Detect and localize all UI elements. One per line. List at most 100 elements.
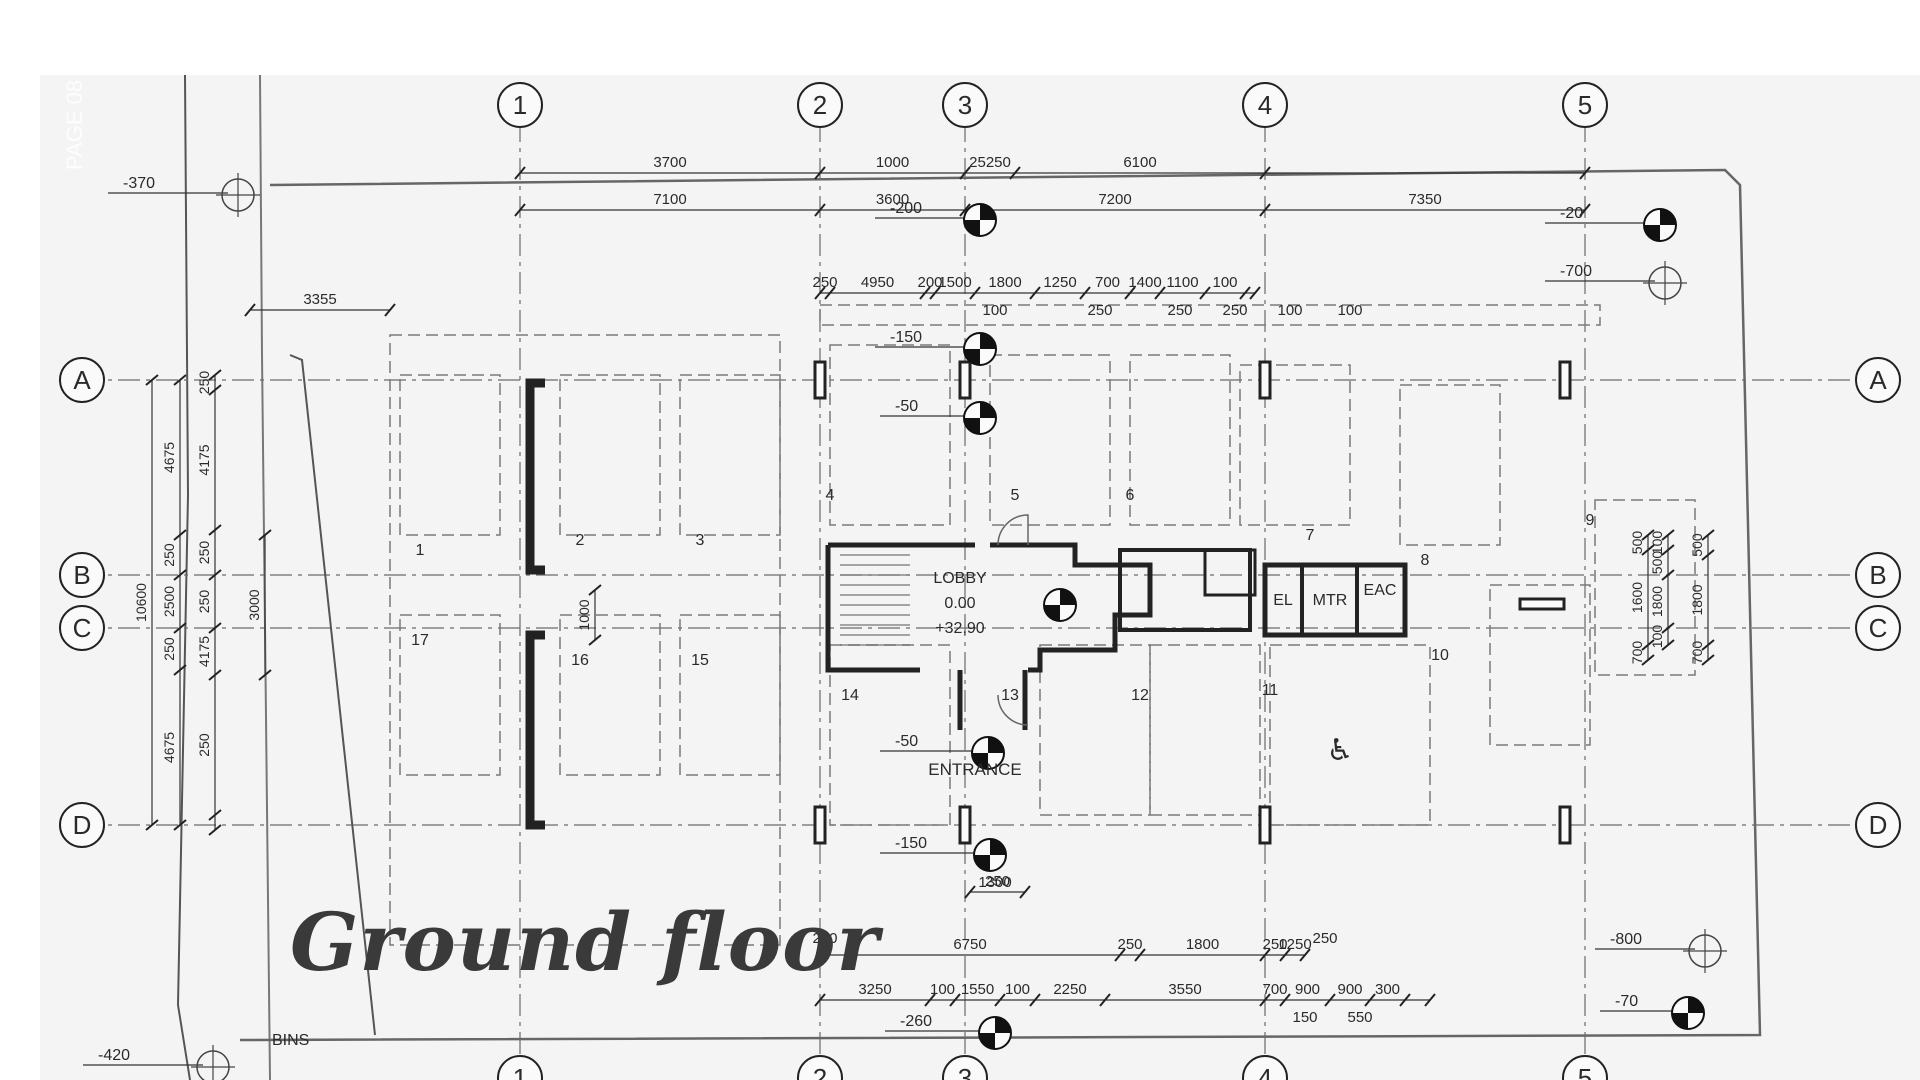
left-dim-mid-tick: [173, 529, 187, 541]
door-arc: [997, 514, 1029, 546]
bottom-dim-row2-label: 250: [1312, 930, 1337, 947]
left-dim-mid-label: 4675: [161, 442, 177, 473]
top-dim-row1-label: 3700: [653, 154, 686, 171]
left-dim-mid-label: 2500: [161, 586, 177, 617]
left-dim-inner-tick: [208, 669, 222, 681]
entrance-label: ENTRANCE: [928, 760, 1022, 779]
dashed-outline: [559, 374, 661, 536]
dashed-outline: [399, 614, 501, 776]
dashed-outline: [1149, 644, 1261, 816]
grid-bubble-col: [1562, 82, 1608, 128]
grid-bubble-label: B: [73, 560, 90, 590]
grid-bubble-row: [1855, 605, 1901, 651]
bottom-dim-row3-label: 900: [1295, 981, 1320, 998]
right-dim-c-tick: [1701, 549, 1715, 561]
left-dim-mid-tick: [173, 664, 187, 676]
bottom-dim-row3-tick: [1424, 993, 1436, 1007]
right-dim-a-label: 500: [1629, 531, 1645, 555]
left-dim-inner-label: 250: [196, 371, 212, 395]
bottom-dim-row2-tick: [1279, 948, 1291, 962]
bottom-dim-row2-tick: [1259, 948, 1271, 962]
eac-label: EAC: [1364, 582, 1397, 599]
top-dim-row1-tick: [514, 166, 526, 180]
top-dim-row2-label: 7350: [1408, 191, 1441, 208]
column: [958, 805, 972, 845]
room-number: 9: [1586, 512, 1595, 529]
left-dim-inner-tick: [208, 622, 222, 634]
grid-bubble-label: 4: [1258, 90, 1272, 120]
dashed-outline: [389, 334, 781, 946]
dim-3355-tick: [384, 303, 396, 317]
inner-dim-top-label: 1100: [1166, 274, 1198, 291]
dashed-outline: [679, 614, 781, 776]
left-dim-3000-tick: [258, 529, 272, 541]
bottom-dim-row3-tick: [994, 993, 1006, 1007]
lobby-label: LOBBY: [933, 570, 987, 587]
room-number: 7: [1306, 527, 1315, 544]
inner-dim-top-label: 4950: [861, 274, 894, 291]
dashed-outline: [1489, 584, 1591, 746]
grid-bubble-label: 4: [1258, 1063, 1272, 1080]
level-symbol-fill: [974, 855, 990, 871]
inner-dim-top-label: 1500: [938, 274, 971, 291]
paper-background: [40, 75, 1920, 1080]
right-dim-b-label: 100: [1649, 625, 1665, 649]
door-arc: [997, 694, 1029, 726]
bottom-dim-row2-tick: [1299, 948, 1311, 962]
grid-bubble-col: [797, 1055, 843, 1080]
room-number: 10: [1431, 647, 1449, 664]
bottom-dim-row3-tick: [1399, 993, 1411, 1007]
room-number: 5: [1011, 487, 1020, 504]
inner-dim-top-tick: [814, 286, 826, 300]
grid-bubble-label: 2: [813, 1063, 827, 1080]
bottom-dim-row3-label: 2250: [1053, 981, 1086, 998]
road-edge-2: [259, 75, 271, 1080]
bottom-dim-row3-label: 300: [1375, 981, 1400, 998]
dashed-outline: [1039, 644, 1151, 816]
bottom-dim-row2-tick: [814, 948, 826, 962]
inner-dim-top-label: 1250: [1043, 274, 1076, 291]
ramp-edge: [289, 354, 376, 1036]
inner-dim-top-sub: 250: [1087, 302, 1112, 319]
left-dim-inner-tick: [208, 524, 222, 536]
bottom-dim-row3-sub: 550: [1347, 1009, 1372, 1026]
right-dim-b-tick: [1661, 544, 1675, 556]
top-dim-row1-label: 6100: [1123, 154, 1156, 171]
grid-bubble-col: [1242, 82, 1288, 128]
grid-bubble-label: 1: [513, 90, 527, 120]
dashed-outline: [829, 344, 951, 526]
dashed-outlines: [389, 304, 1696, 946]
left-dim-outer-label: 10600: [133, 583, 149, 622]
inner-dim-top-tick: [1154, 286, 1166, 300]
wheelchair-icon: ♿: [1327, 734, 1354, 767]
right-dim-a-tick: [1641, 639, 1655, 651]
level-symbol-fill: [980, 402, 996, 418]
grid-bubble-row: [1855, 802, 1901, 848]
inner-dim-top-label: 1800: [988, 274, 1021, 291]
bottom-dim-row3-tick: [1324, 993, 1336, 1007]
dim-1000-tick: [588, 634, 602, 646]
top-dim-row1-tick: [814, 166, 826, 180]
level-label: -50: [895, 398, 918, 415]
left-dim-outer-tick: [145, 819, 159, 831]
top-dim-row2-label: 3600: [876, 191, 909, 208]
grid-bubble-label: 3: [958, 1063, 972, 1080]
bottom-dim-row3-label: 900: [1337, 981, 1362, 998]
room-number: 12: [1131, 687, 1149, 704]
level-symbol-fill: [1660, 209, 1676, 225]
dashed-outline: [1129, 354, 1231, 526]
right-dim-b-tick: [1661, 622, 1675, 634]
inner-dim-top-tick: [1029, 286, 1041, 300]
level-label: -150: [895, 835, 927, 852]
top-dim-row1-tick: [1259, 166, 1271, 180]
column: [1258, 805, 1272, 845]
dashed-outline: [559, 614, 661, 776]
dashed-outline: [1269, 644, 1431, 826]
page-watermark: PAGE 08: [62, 79, 87, 170]
top-dim-row1-tick: [959, 166, 971, 180]
grid-bubble-col: [1242, 1055, 1288, 1080]
room-number: 3: [696, 532, 705, 549]
bottom-dim-row3-label: 700: [1262, 981, 1287, 998]
bottom-dim-row3-label: 3550: [1168, 981, 1201, 998]
